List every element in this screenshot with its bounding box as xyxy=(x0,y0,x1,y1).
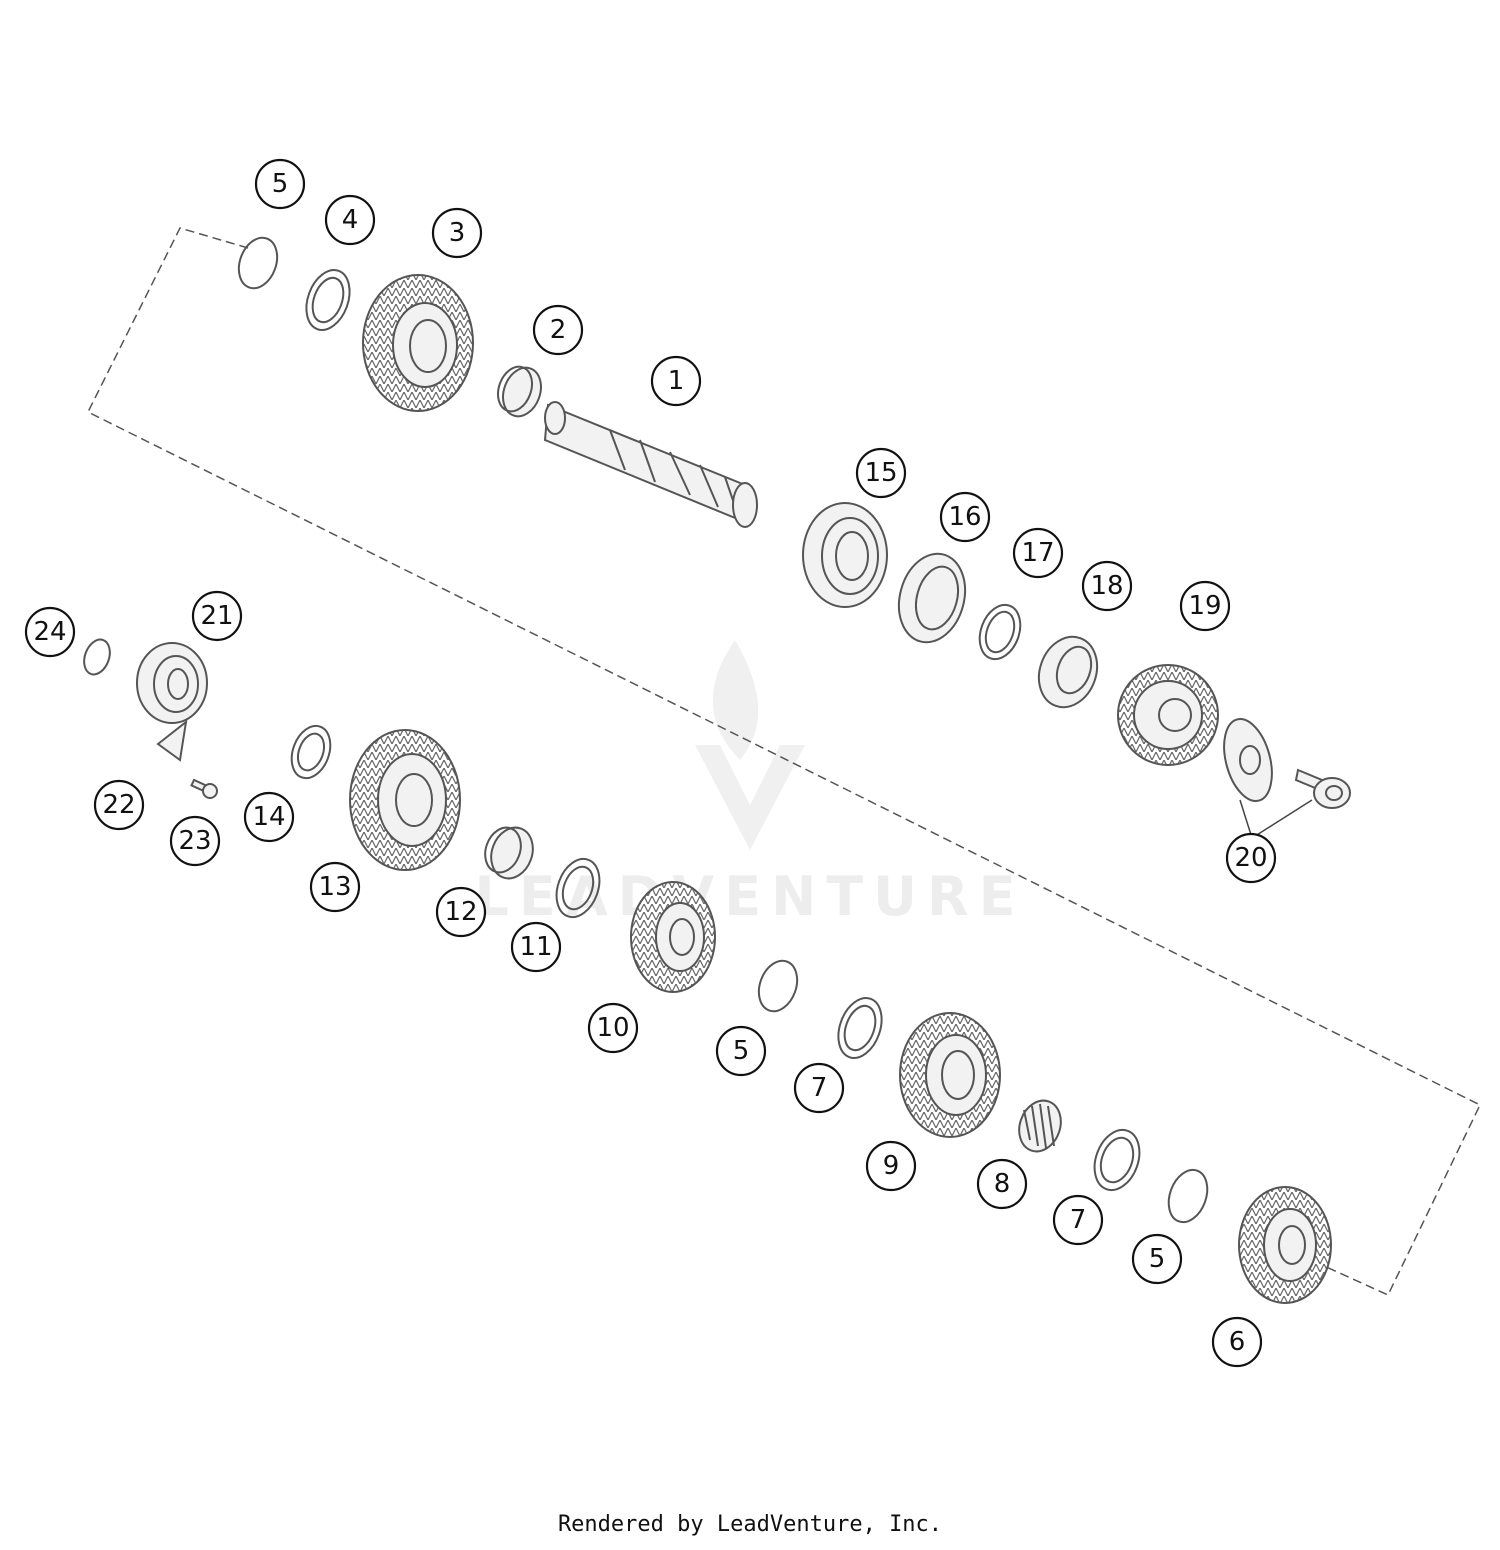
spacer-18 xyxy=(1037,635,1099,709)
rendered-by-credit: Rendered by LeadVenture, Inc. xyxy=(557,1512,943,1537)
bearing-21 xyxy=(136,642,208,724)
callout-label: 11 xyxy=(519,932,552,962)
callout-7-low: 7 xyxy=(1052,1194,1104,1246)
callout-label: 23 xyxy=(178,826,211,856)
callout-14: 14 xyxy=(243,791,295,843)
circlip-5-low xyxy=(1167,1168,1209,1224)
callout-6: 6 xyxy=(1211,1316,1263,1368)
callout-22: 22 xyxy=(93,779,145,831)
washer-20 xyxy=(1223,718,1273,802)
gear-9 xyxy=(899,1012,1001,1138)
washer-14 xyxy=(290,724,332,780)
callout-12: 12 xyxy=(435,886,487,938)
gear-3 xyxy=(362,274,474,412)
gear-13 xyxy=(349,729,461,871)
washer-4 xyxy=(305,269,351,331)
callout-label: 9 xyxy=(883,1151,900,1181)
needle-bearing-8 xyxy=(1018,1099,1062,1153)
callout-label: 3 xyxy=(449,218,466,248)
callout-1: 1 xyxy=(650,355,702,407)
circlip-5-mid xyxy=(757,959,799,1013)
bolt-20 xyxy=(1294,768,1351,809)
washer-7-low xyxy=(1093,1128,1141,1192)
bushing-2 xyxy=(497,365,542,418)
callout-13: 13 xyxy=(309,861,361,913)
callout-15: 15 xyxy=(855,447,907,499)
callout-label: 10 xyxy=(596,1013,629,1043)
callout-label: 7 xyxy=(1070,1205,1087,1235)
bearing-15 xyxy=(802,502,888,608)
washer-11 xyxy=(555,857,601,919)
callout-label: 4 xyxy=(342,205,359,235)
callout-23: 23 xyxy=(169,815,221,867)
callout-label: 6 xyxy=(1229,1327,1246,1357)
callout-8: 8 xyxy=(976,1158,1028,1210)
callout-5-mid: 5 xyxy=(715,1025,767,1077)
callout-label: 8 xyxy=(994,1169,1011,1199)
callout-18: 18 xyxy=(1081,560,1133,612)
callout-label: 21 xyxy=(200,601,233,631)
gear-6 xyxy=(1238,1186,1332,1304)
callout-label: 1 xyxy=(668,366,685,396)
o-ring-17 xyxy=(978,603,1022,661)
callouts: 5 4 3 2 1 15 16 17 18 19 20 24 21 22 23 … xyxy=(24,158,1277,1368)
callout-label: 15 xyxy=(864,458,897,488)
callout-16: 16 xyxy=(939,491,991,543)
callout-5-low: 5 xyxy=(1131,1233,1183,1285)
callout-9: 9 xyxy=(865,1140,917,1192)
callout-label: 18 xyxy=(1090,571,1123,601)
circlip-24 xyxy=(83,638,111,676)
callout-2: 2 xyxy=(532,304,584,356)
callout-label: 17 xyxy=(1021,538,1054,568)
callout-11: 11 xyxy=(510,921,562,973)
callout-label: 12 xyxy=(444,897,477,927)
callout-4: 4 xyxy=(324,194,376,246)
assembly-outline xyxy=(86,227,1481,1296)
watermark: LEADVENTURE xyxy=(475,640,1026,928)
washer-7-mid xyxy=(837,997,883,1059)
callout-24: 24 xyxy=(24,606,76,658)
callout-label: 22 xyxy=(102,790,135,820)
callout-5-top: 5 xyxy=(254,158,306,210)
plate-22 xyxy=(156,719,188,762)
leader-20 xyxy=(1239,799,1313,840)
sprocket-19 xyxy=(1117,664,1219,766)
callout-20: 20 xyxy=(1225,832,1277,884)
callout-label: 5 xyxy=(1149,1244,1166,1274)
callout-label: 16 xyxy=(948,502,981,532)
callout-label: 5 xyxy=(733,1036,750,1066)
callout-19: 19 xyxy=(1179,580,1231,632)
callout-17: 17 xyxy=(1012,527,1064,579)
bushing-12 xyxy=(484,826,534,880)
callout-3: 3 xyxy=(431,207,483,259)
callout-label: 7 xyxy=(811,1073,828,1103)
callout-21: 21 xyxy=(191,590,243,642)
main-shaft-1 xyxy=(543,401,758,528)
callout-label: 2 xyxy=(550,315,567,345)
callout-label: 14 xyxy=(252,802,285,832)
callout-label: 24 xyxy=(33,617,66,647)
callout-label: 5 xyxy=(272,169,289,199)
callout-label: 20 xyxy=(1234,843,1267,873)
screw-23 xyxy=(190,778,218,799)
callout-10: 10 xyxy=(587,1002,639,1054)
callout-7-mid: 7 xyxy=(793,1062,845,1114)
watermark-logo-icon xyxy=(695,640,805,850)
gear-10 xyxy=(630,881,716,993)
callout-label: 13 xyxy=(318,872,351,902)
callout-label: 19 xyxy=(1188,591,1221,621)
circlip-5-top xyxy=(237,236,279,290)
watermark-text: LEADVENTURE xyxy=(475,865,1026,928)
seal-16 xyxy=(897,552,967,644)
